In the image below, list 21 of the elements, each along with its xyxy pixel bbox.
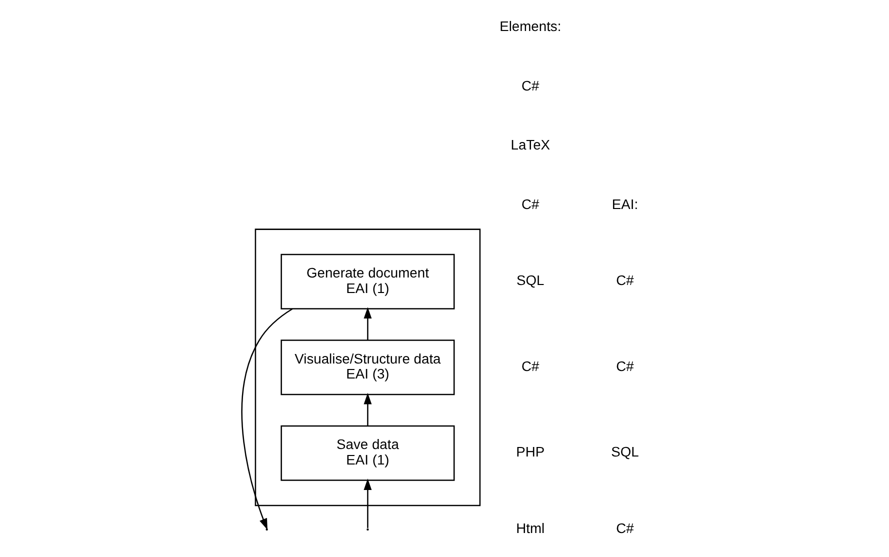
label: C# [616,272,634,288]
label: Elements: [499,18,561,34]
label: C# [521,358,539,374]
label: LaTeX [510,136,550,153]
cluster [254,228,480,506]
arrow [363,307,372,340]
node-box: Save data EAI (1) [280,425,454,481]
arrow [363,478,372,528]
label: SQL [516,272,544,288]
arrow [363,392,372,426]
label: SQL [610,444,638,460]
node-box: Visualise/Structure data EAI (3) [280,340,454,396]
label: C# [616,358,634,374]
node-box: Generate document EAI (1) [280,254,454,310]
label: Html [516,520,544,536]
label: C# [521,77,539,94]
label: C# [616,520,634,536]
arrow [240,308,292,530]
label: PHP [516,444,544,460]
label: C# [521,196,539,212]
label: EAI: [611,196,638,212]
